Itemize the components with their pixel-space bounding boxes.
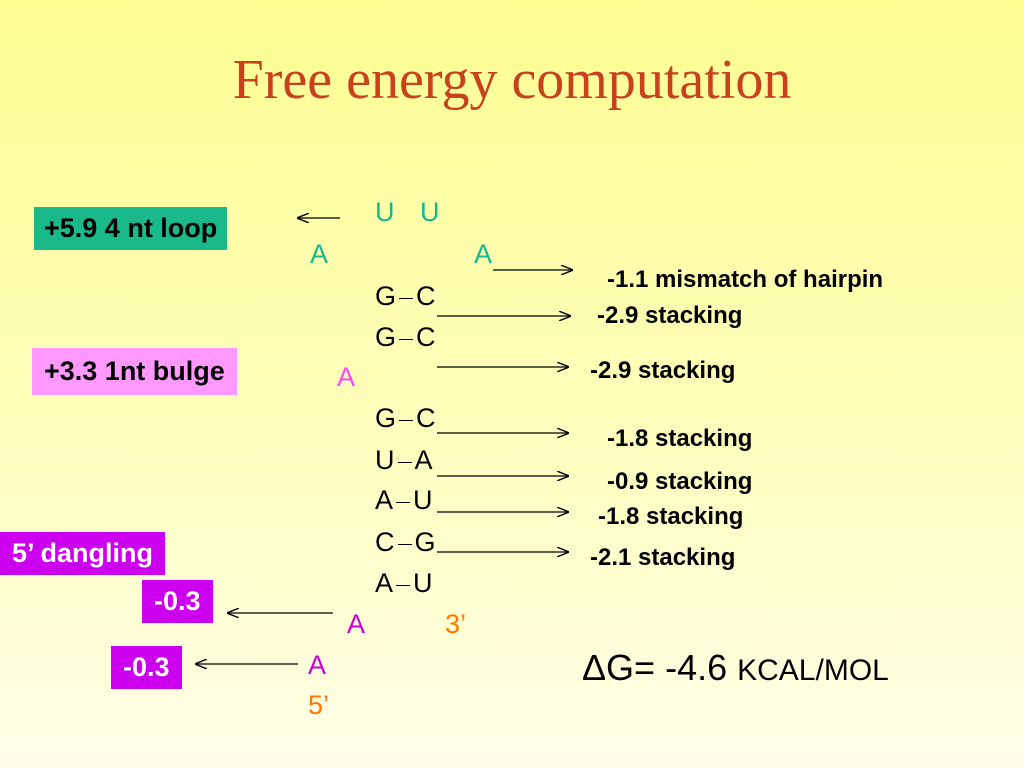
energy-label-mismatch: -1.1 mismatch of hairpin xyxy=(607,266,884,293)
bulge-nt: A xyxy=(337,362,356,392)
pair-left-nt: C xyxy=(375,527,395,557)
pair-left-nt: A xyxy=(375,485,394,515)
pair-left-nt: G xyxy=(375,281,397,311)
dangling-3-nt: A xyxy=(347,609,366,639)
pair-left-nt: U xyxy=(375,445,395,475)
delta-g-value: G= -4.6 xyxy=(606,647,728,688)
pair-right-nt: C xyxy=(416,281,436,311)
pair-left-nt: A xyxy=(375,568,394,598)
delta-g-unit: KCAL/MOL xyxy=(737,654,889,687)
energy-label-stacking: -2.9 stacking xyxy=(590,357,736,384)
delta-symbol: Δ xyxy=(582,647,607,688)
loop-nt-left: U xyxy=(375,197,395,227)
pair-right-nt: G xyxy=(414,527,436,557)
bulge-energy-box: +3.3 1nt bulge xyxy=(32,348,237,395)
pair-left-nt: G xyxy=(375,403,397,433)
pair-right-nt: C xyxy=(416,322,436,352)
pair-right-nt: U xyxy=(413,485,433,515)
dangling-label-box: 5’ dangling xyxy=(0,532,166,575)
three-prime-end: 3’ xyxy=(445,609,467,639)
energy-label-stacking: -1.8 stacking xyxy=(598,503,744,530)
energy-label-stacking: -0.9 stacking xyxy=(607,468,753,495)
loop-energy-box: +5.9 4 nt loop xyxy=(34,207,228,250)
pair-right-nt: A xyxy=(414,445,433,475)
energy-label-stacking: -2.9 stacking xyxy=(597,302,743,329)
delta-g-total: ΔG= -4.6 KCAL/MOL xyxy=(582,650,889,686)
hairpin-a-right: A xyxy=(474,239,493,269)
loop-nt-right: U xyxy=(420,197,440,227)
slide-title: Free energy computation xyxy=(232,49,792,111)
five-prime-end: 5’ xyxy=(308,690,330,720)
energy-label-stacking: -2.1 stacking xyxy=(590,544,736,571)
hairpin-a-left: A xyxy=(310,239,329,269)
energy-label-stacking: -1.8 stacking xyxy=(607,425,753,452)
dangling-5-nt: A xyxy=(308,650,327,680)
pair-right-nt: U xyxy=(413,568,433,598)
pair-left-nt: G xyxy=(375,322,397,352)
dangling-value-box-2: -0.3 xyxy=(111,646,182,689)
dangling-value-box-1: -0.3 xyxy=(142,580,213,623)
pair-right-nt: C xyxy=(416,403,436,433)
